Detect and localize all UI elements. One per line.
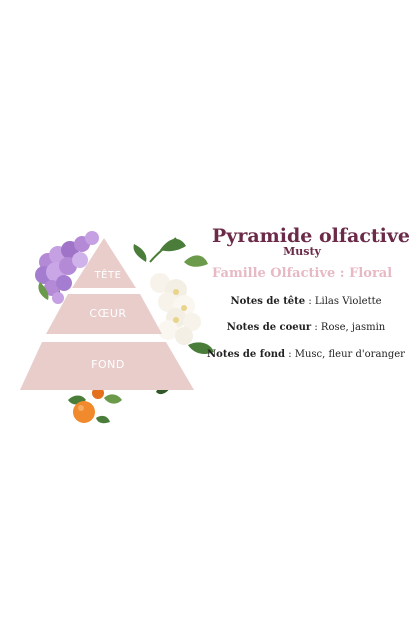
pyramid-middle <box>46 294 162 334</box>
base-notes-label: Notes de fond <box>207 349 286 360</box>
olfactory-pyramid <box>20 238 194 390</box>
base-notes-line: Notes de fond : Musc, fleur d'oranger <box>200 349 412 360</box>
pyramid-top <box>72 238 136 288</box>
pyramid-label-coeur: CŒUR <box>89 307 127 320</box>
pyramid-label-fond: FOND <box>91 358 125 371</box>
top-notes-value: : Lilas Violette <box>305 296 382 307</box>
orange-blossom-illustration <box>68 387 122 424</box>
lilac-flower-illustration <box>35 231 99 304</box>
page-title: Pyramide olfactive <box>212 225 411 247</box>
heart-notes-label: Notes de coeur <box>226 322 312 333</box>
top-notes-label: Notes de tête <box>230 296 306 307</box>
heart-notes-line: Notes de coeur : Rose, jasmin <box>200 322 412 333</box>
pyramid-label-tete: TÊTE <box>94 270 122 281</box>
olfactory-family: Famille Olfactive : Floral <box>212 266 393 281</box>
fragrance-name: Musty <box>283 245 321 258</box>
pyramid-bottom <box>20 342 194 390</box>
heart-notes-value: : Rose, jasmin <box>311 322 386 333</box>
top-notes-line: Notes de tête : Lilas Violette <box>200 296 412 307</box>
base-notes-value: : Musc, fleur d'oranger <box>285 349 405 360</box>
